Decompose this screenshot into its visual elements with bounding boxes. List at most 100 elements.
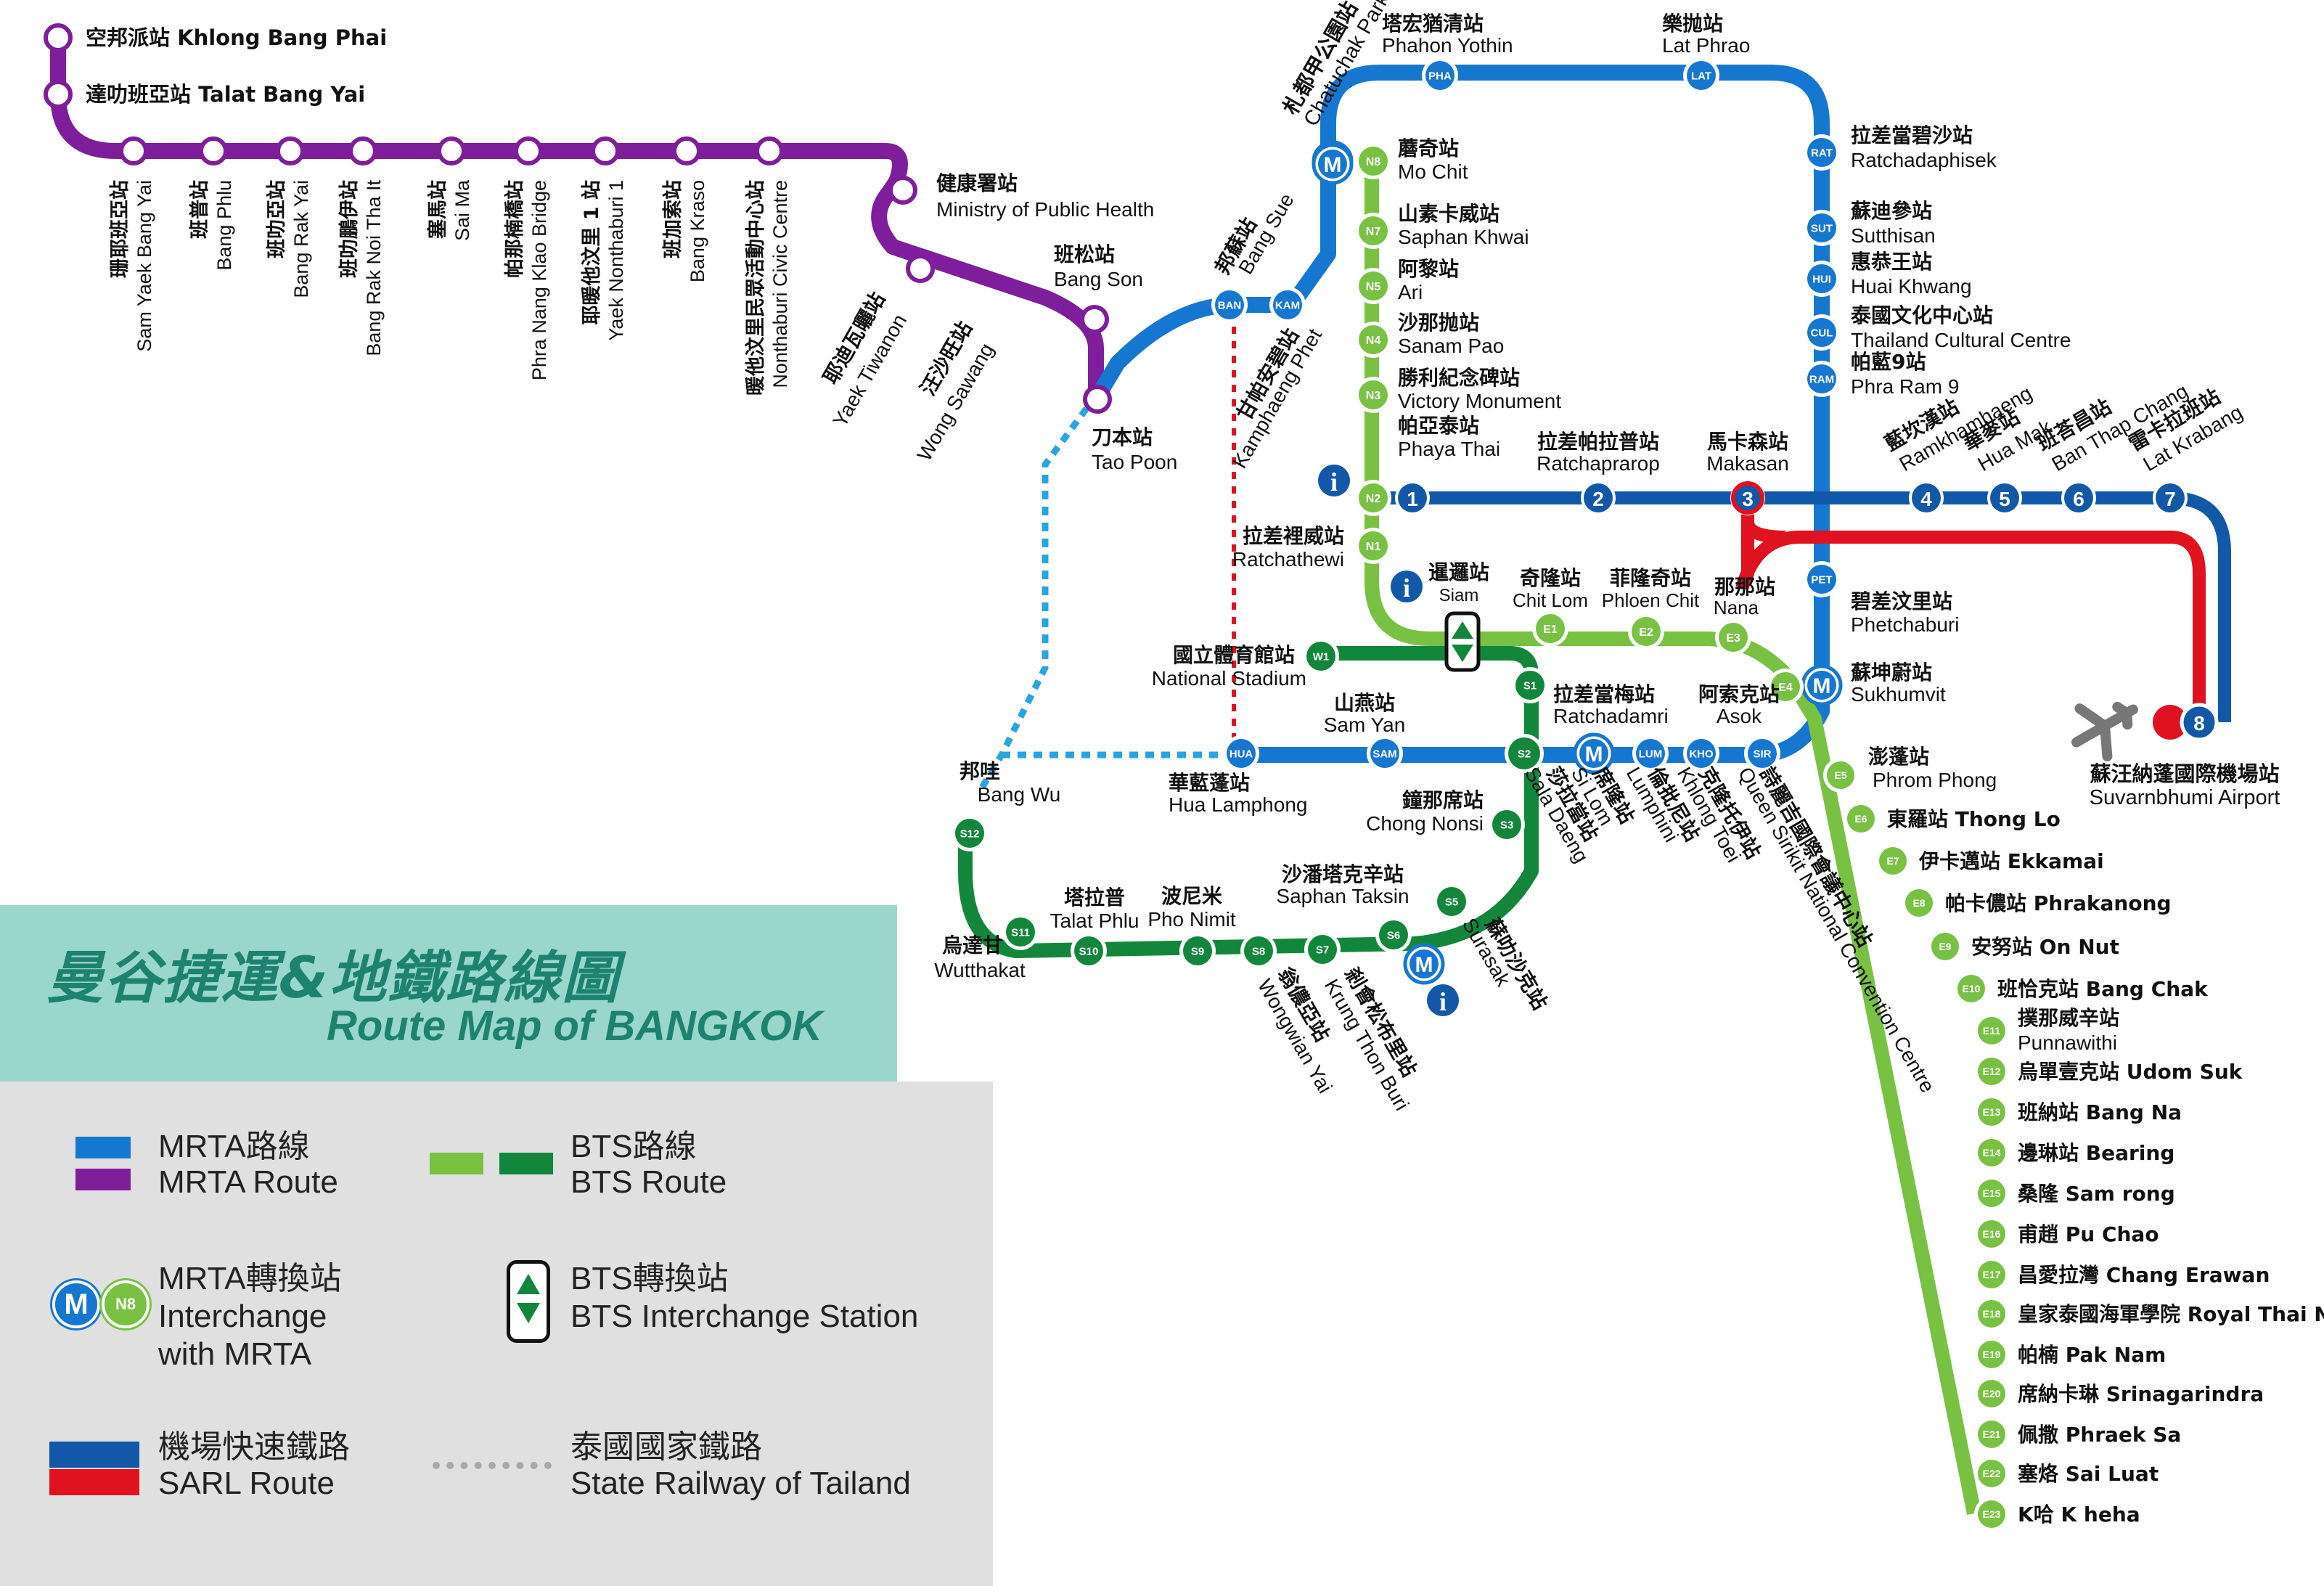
station-marker [1912, 483, 1941, 512]
station-label: 塞烙 Sai Luat [2018, 1462, 2159, 1486]
station-label: 班加索站 [662, 180, 684, 258]
station-code: E10 [1963, 983, 1981, 994]
station-label: 東羅站 Thong Lo [1887, 807, 2061, 831]
station-label: Ratchadaphisek [1851, 149, 1997, 171]
station-code: S12 [960, 827, 980, 840]
station-label: 塔宏猶清站 [1382, 12, 1484, 36]
station-label: 帕亞泰站 [1398, 414, 1479, 438]
mrt-icon-fill [1318, 150, 1347, 179]
station-code: E13 [1983, 1106, 2001, 1118]
station-marker [1515, 671, 1544, 700]
station-label: Suvarnbhumi Airport [2090, 786, 2280, 809]
station-label: Siam [1439, 586, 1479, 605]
station-marker [1379, 920, 1408, 949]
station-code: N3 [1366, 390, 1381, 402]
station-label: 詩麗吉國際會議中心站 [1755, 763, 1878, 951]
station-label: 泰國文化中心站 [1851, 303, 1993, 327]
station-marker [1978, 1058, 2005, 1085]
station-label: 拉差當碧沙站 [1851, 123, 1973, 147]
station-label: K哈 K heha [2018, 1503, 2140, 1526]
station-label: 奇隆站 [1520, 566, 1581, 590]
station-label: 伊卡邁站 Ekkamai [1918, 849, 2104, 873]
station-label: Makasan [1706, 452, 1789, 475]
legend-mrt-swatch [75, 1137, 131, 1158]
station-marker [1807, 138, 1836, 167]
station-code: 5 [1999, 488, 2010, 510]
station-marker [1244, 936, 1273, 965]
legend-railway-en: State Railway of Tailand [570, 1466, 911, 1501]
svg-text:i: i [1439, 987, 1447, 1016]
siam-interchange-icon [1444, 611, 1481, 672]
station-label: 沙潘塔克辛站 [1282, 862, 1404, 886]
station-label: Ratchathewi [1232, 548, 1344, 571]
mrt-icon-letter: M [1585, 743, 1603, 767]
station-code: E11 [1983, 1025, 2000, 1037]
station-marker [1978, 1500, 2005, 1528]
station-label: 澎蓬站 [1868, 745, 1929, 769]
station-code: E9 [1939, 941, 1951, 952]
station-code: BAN [1218, 299, 1242, 311]
station-label: 安努站 On Nut [1971, 935, 2119, 959]
station-code: S7 [1316, 944, 1329, 956]
mrt-icon-fill [1579, 739, 1608, 768]
legend-bts-swatch-dark [499, 1153, 553, 1174]
station-marker [1359, 147, 1388, 176]
station-marker [1308, 935, 1337, 964]
station-label: Huai Khwang [1851, 275, 1972, 298]
station-label: 蘇迪參站 [1851, 199, 1932, 223]
station-code: S10 [1079, 945, 1099, 957]
station-label: Sanam Pao [1398, 335, 1504, 357]
station-code: E3 [1726, 632, 1740, 645]
station-label: 桑隆 Sam rong [2018, 1182, 2175, 1206]
station-marker [1687, 739, 1716, 768]
station-marker [1719, 623, 1748, 652]
station-label: Saphan Taksin [1276, 885, 1409, 907]
station-label: 國立體育館站 [1173, 643, 1295, 667]
arl-red-line [1735, 520, 2206, 722]
station-marker [2156, 483, 2185, 512]
station-label: 撲那威辛站 [2018, 1006, 2119, 1030]
station-code: PHA [1428, 70, 1452, 82]
station-code: E5 [1834, 769, 1846, 781]
station-marker [1359, 380, 1388, 409]
station-label: Ari [1398, 281, 1423, 303]
station-label: Bang Kraso [687, 180, 708, 282]
mrt-icon-letter: M [1324, 153, 1342, 177]
station-label: Phahon Yothin [1382, 34, 1513, 57]
station-marker [1748, 739, 1777, 768]
station-label: 班叻鵬伊站 [338, 180, 361, 278]
station-marker [1905, 889, 1933, 917]
station-label: 空邦派站 Khlong Bang Phai [86, 25, 387, 50]
station-label: 佩撒 Phraek Sa [2018, 1423, 2181, 1447]
station-code: E23 [1983, 1508, 2001, 1520]
legend-bts-ic-icon [507, 1260, 550, 1343]
station-label: 刀本站 [1092, 425, 1153, 449]
station-label: Phetchaburi [1851, 613, 1959, 636]
station-label: Bang Phlu [213, 180, 235, 271]
station-label: Phra Ram 9 [1851, 375, 1959, 398]
station-marker [1807, 318, 1836, 347]
station-label: 帕卡儂站 Phrakanong [1945, 891, 2172, 915]
station-marker [1536, 614, 1565, 643]
bts-light-line [1364, 163, 1981, 1515]
station-code: S3 [1500, 819, 1513, 831]
station-code: 3 [1742, 488, 1754, 510]
station-label: 鐘那席站 [1402, 788, 1484, 812]
station-label: 山燕站 [1334, 691, 1395, 715]
station-code: E16 [1983, 1228, 2001, 1240]
station-label: 邊琳站 Bearing [2018, 1141, 2174, 1165]
station-code: E21 [1983, 1428, 2001, 1440]
legend-sarl-en: SARL Route [158, 1466, 335, 1501]
legend-sarl-swatch-red [49, 1469, 139, 1495]
station-code: RAM [1809, 373, 1834, 385]
station-marker [1398, 483, 1427, 512]
station-label: 昌愛拉灣 Chang Erawan [2018, 1263, 2270, 1287]
station-code: 4 [1920, 488, 1932, 510]
station-label: Talat Phlu [1050, 910, 1140, 932]
station-code: E15 [1983, 1188, 2001, 1199]
station-code: E4 [1778, 682, 1793, 694]
station-marker [1978, 1460, 2005, 1487]
station-marker [348, 136, 377, 165]
map-title-en: Route Map of BANGKOK [327, 1002, 823, 1050]
station-label: 拉差裡威站 [1243, 524, 1344, 548]
